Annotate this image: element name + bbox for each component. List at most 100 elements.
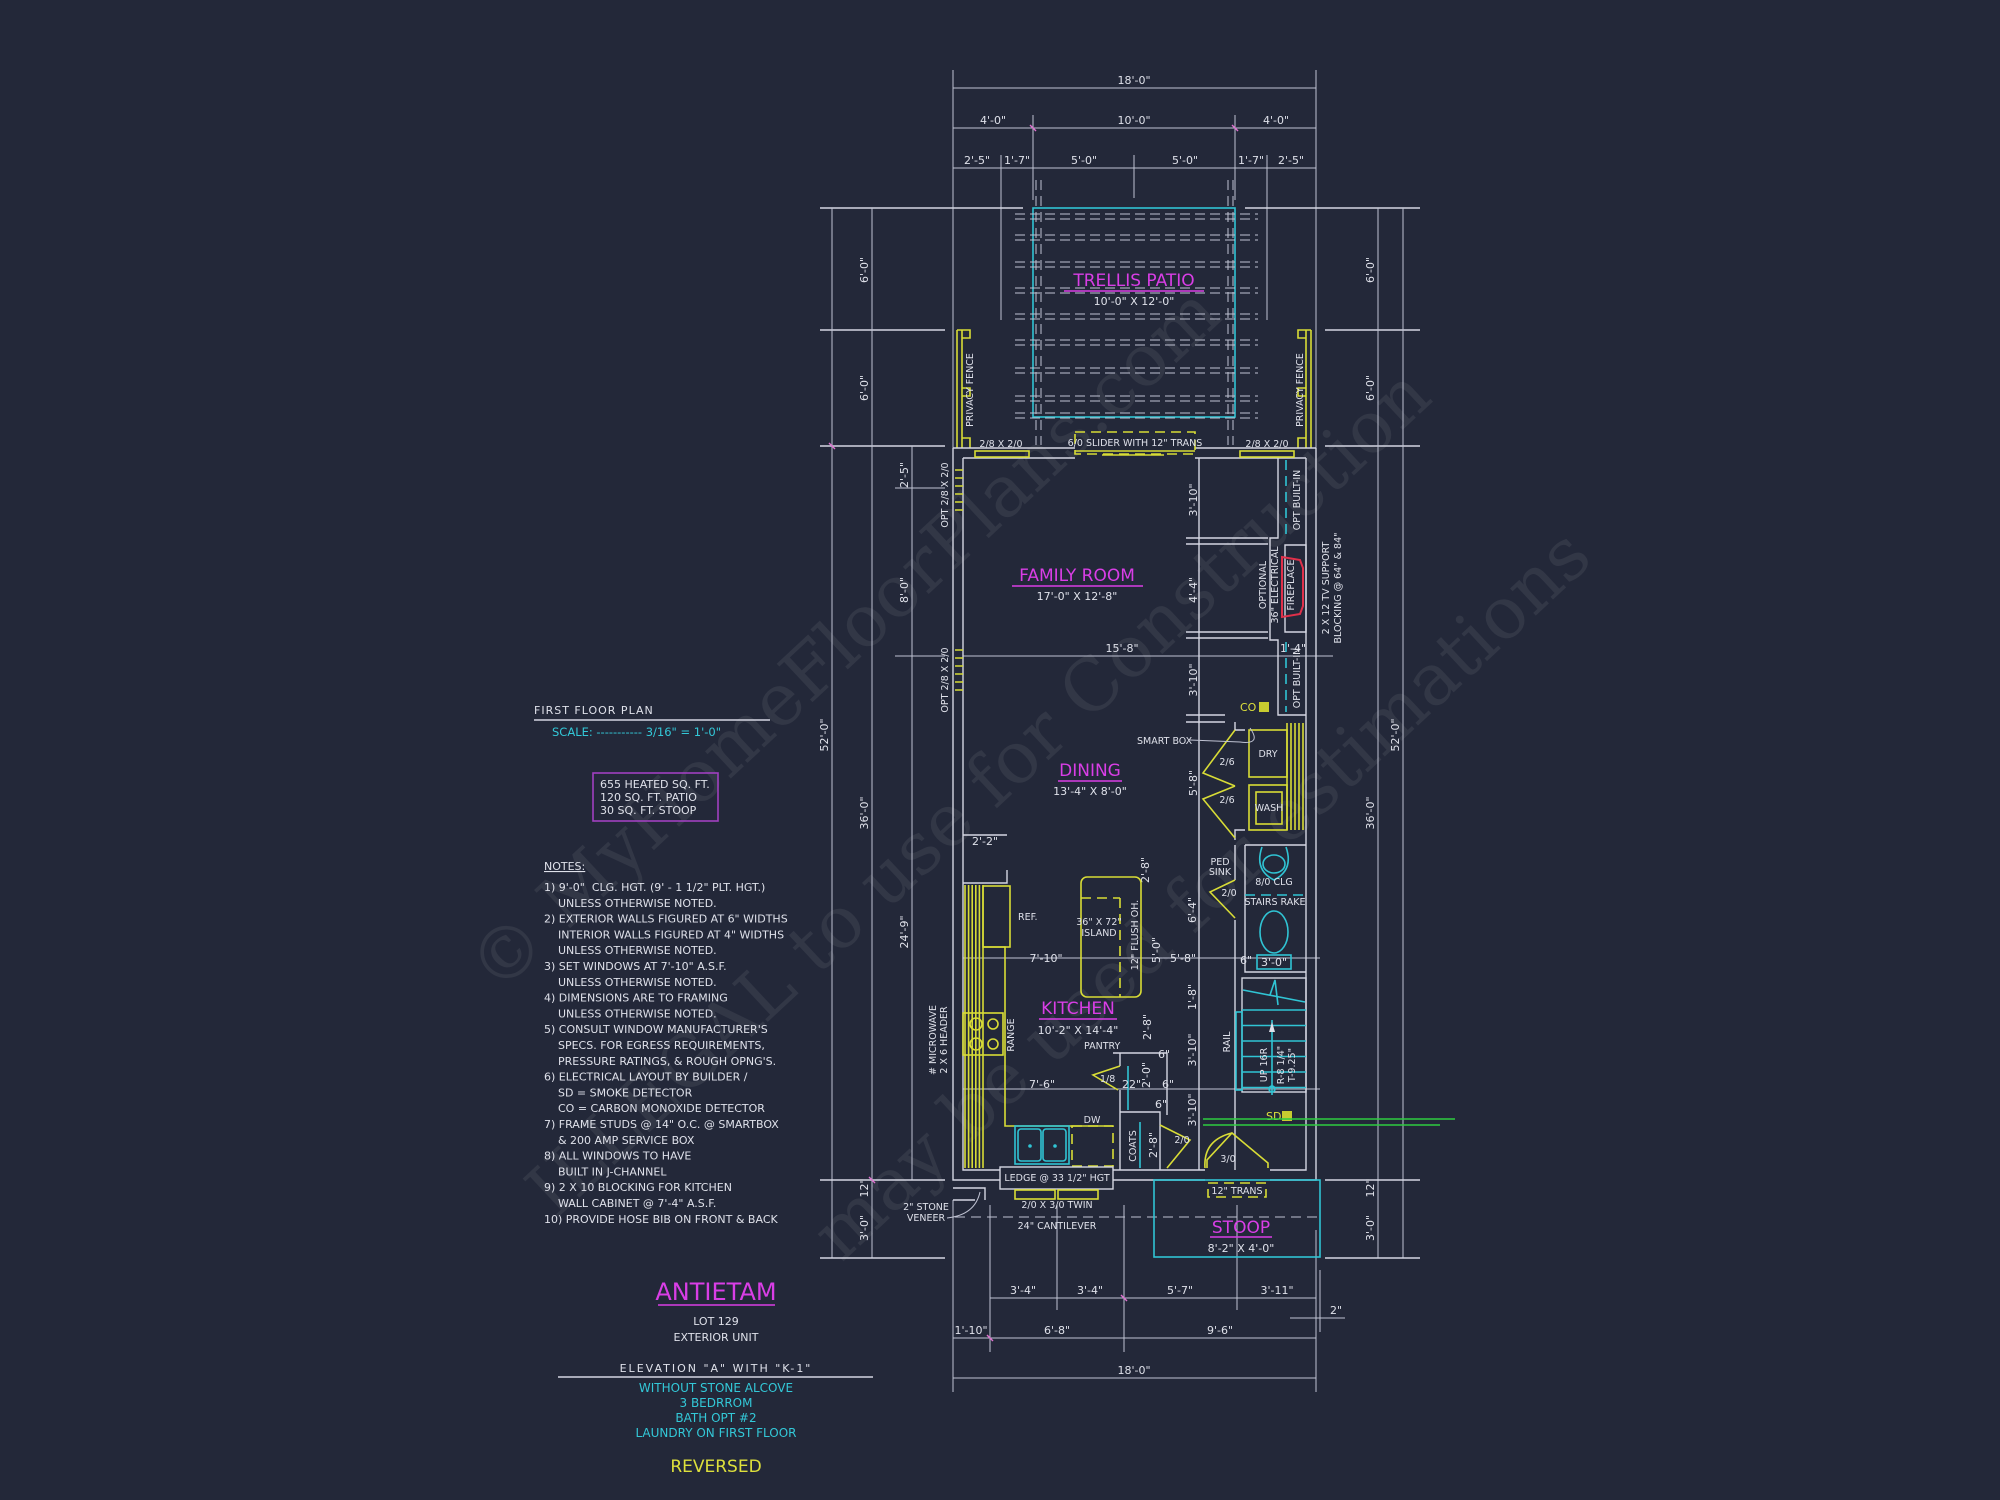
ped-sink-label: PED bbox=[1210, 857, 1229, 868]
ped-sink-label: SINK bbox=[1209, 867, 1232, 878]
dimension-label: 5'-7" bbox=[1167, 1284, 1193, 1297]
fireplace-label: OPTIONAL bbox=[1258, 560, 1269, 609]
opt-window-left-upper bbox=[955, 469, 963, 511]
laundry bbox=[1201, 722, 1304, 840]
dimension-label: 9'-6" bbox=[1207, 1324, 1233, 1337]
family-room-partitions bbox=[1186, 458, 1307, 1170]
dimension-label: 36'-0" bbox=[858, 796, 871, 829]
slider-label: 6/0 SLIDER WITH 12" TRANS bbox=[1068, 438, 1203, 449]
dimension-label: 24'-9" bbox=[898, 915, 911, 948]
rail-label: RAIL bbox=[1222, 1031, 1233, 1053]
dimension-label: 1'-8" bbox=[1186, 984, 1199, 1010]
dimension-label: 2'-5" bbox=[964, 154, 990, 167]
area-line: 655 HEATED SQ. FT. bbox=[600, 778, 710, 791]
note-line: INTERIOR WALLS FIGURED AT 4" WIDTHS bbox=[544, 928, 784, 941]
dimension-label: 3'-10" bbox=[1186, 1033, 1199, 1066]
note-line: 4) DIMENSIONS ARE TO FRAMING bbox=[544, 992, 728, 1005]
privacy-fence-left bbox=[956, 329, 971, 448]
note-line: 2) EXTERIOR WALLS FIGURED AT 6" WIDTHS bbox=[544, 913, 788, 926]
window-rear-right bbox=[1239, 450, 1295, 458]
note-line: 6) ELECTRICAL LAYOUT BY BUILDER / bbox=[544, 1071, 748, 1084]
fireplace-icon bbox=[1281, 555, 1304, 619]
notes-heading: NOTES: bbox=[544, 860, 585, 873]
note-line: SD = SMOKE DETECTOR bbox=[544, 1086, 693, 1099]
option-line: BATH OPT #2 bbox=[675, 1411, 756, 1425]
window-label: 2/8 X 2/0 bbox=[1245, 439, 1288, 450]
dimension-label: 3'-10" bbox=[1186, 1093, 1199, 1126]
microwave-label: 2 X 6 HEADER bbox=[939, 1006, 950, 1074]
option-line: LAUNDRY ON FIRST FLOOR bbox=[635, 1426, 796, 1440]
door-label: 2/0 bbox=[1174, 1135, 1189, 1146]
dimension-label: 22" bbox=[1122, 1078, 1141, 1091]
dimension-label: 6'-8" bbox=[1044, 1324, 1070, 1337]
dimension-label: 6" bbox=[1162, 1078, 1174, 1091]
dimension-label: 6" bbox=[1240, 954, 1252, 967]
plan-title: FIRST FLOOR PLAN bbox=[534, 704, 654, 717]
dryer-label: DRY bbox=[1258, 749, 1277, 760]
dimension-label: 6" bbox=[1155, 1098, 1167, 1111]
note-line: UNLESS OTHERWISE NOTED. bbox=[544, 897, 717, 910]
dimension-label: 1'-7" bbox=[1238, 154, 1264, 167]
slider-door bbox=[1074, 431, 1196, 456]
dimension-label: 8'-0" bbox=[898, 577, 911, 603]
dimension-label: 2'-0" bbox=[1140, 1062, 1153, 1088]
dimension-label: 2'-8" bbox=[1139, 857, 1152, 883]
plan-title-block: FIRST FLOOR PLAN SCALE: ----------- 3/16… bbox=[534, 704, 788, 1226]
tv-support-label: 2 X 12 TV SUPPORT bbox=[1321, 541, 1332, 634]
dimension-label: 3'-10" bbox=[1187, 663, 1200, 696]
range-label: RANGE bbox=[1006, 1018, 1017, 1051]
note-line: UNLESS OTHERWISE NOTED. bbox=[544, 1007, 717, 1020]
option-line: 3 BEDRROM bbox=[680, 1396, 753, 1410]
dimension-label: 3'-0" bbox=[1261, 956, 1287, 969]
room-size-family-room: 17'-0" X 12'-8" bbox=[1037, 590, 1118, 603]
note-line: BUILT IN J-CHANNEL bbox=[544, 1165, 667, 1178]
stone-veneer-label: VENEER bbox=[907, 1213, 946, 1224]
dimension-label: 4'-0" bbox=[980, 114, 1006, 127]
opt-window-left-lower bbox=[955, 649, 963, 691]
door-label: 2/6 bbox=[1219, 757, 1234, 768]
fireplace-label: FIREPLACE bbox=[1286, 559, 1297, 610]
note-line: & 200 AMP SERVICE BOX bbox=[544, 1134, 695, 1147]
stairs bbox=[1235, 977, 1307, 1095]
note-line: 1) 9'-0" CLG. HGT. (9' - 1 1/2" PLT. HGT… bbox=[544, 881, 765, 894]
door-label: 1/8 bbox=[1100, 1074, 1115, 1085]
transom-label: 12" TRANS bbox=[1211, 1186, 1262, 1197]
area-line: 30 SQ. FT. STOOP bbox=[600, 804, 697, 817]
island-label: ISLAND bbox=[1081, 928, 1116, 939]
opt-built-in-label: OPT BUILT-IN bbox=[1292, 648, 1303, 709]
door-label: 2/0 bbox=[1221, 888, 1236, 899]
dimension-label: 5'-0" bbox=[1071, 154, 1097, 167]
dimension-label: 3'-10" bbox=[1187, 483, 1200, 516]
co-detector-icon bbox=[1259, 702, 1269, 712]
dimension-label: 2'-8" bbox=[1141, 1014, 1154, 1040]
privacy-fence-right bbox=[1297, 329, 1312, 448]
dimension-label: 5'-0" bbox=[1172, 154, 1198, 167]
dimension-label: 5'-0" bbox=[1150, 937, 1163, 963]
stoop-outline bbox=[1153, 1179, 1321, 1258]
dimension-labels: 18'-0" 4'-0" 10'-0" 4'-0" 2'-5" 1'-7" 5'… bbox=[818, 74, 1402, 1377]
smart-box-leader bbox=[1189, 727, 1255, 743]
plan-scale: SCALE: ----------- 3/16" = 1'-0" bbox=[552, 725, 721, 739]
dimension-label: 18'-0" bbox=[1117, 74, 1150, 87]
dimension-label: 6'-0" bbox=[858, 375, 871, 401]
window-rear-left bbox=[974, 450, 1030, 458]
dimension-label: 3'-0" bbox=[1364, 1215, 1377, 1241]
room-name-trellis-patio: TRELLIS PATIO bbox=[1072, 271, 1194, 291]
dimension-label: 3'-11" bbox=[1260, 1284, 1293, 1297]
pantry-label: PANTRY bbox=[1084, 1041, 1121, 1052]
note-line: 10) PROVIDE HOSE BIB ON FRONT & BACK bbox=[544, 1213, 778, 1226]
ceiling-label: 8/0 CLG bbox=[1255, 877, 1293, 888]
dimension-label: 6'-4" bbox=[1186, 897, 1199, 923]
front-door-label: 3/0 bbox=[1220, 1154, 1235, 1165]
trellis-beams bbox=[1015, 213, 1258, 419]
co-detector-label: CO bbox=[1240, 701, 1257, 714]
trellis-patio bbox=[1015, 180, 1258, 445]
note-line: WALL CABINET @ 7'-4" A.S.F. bbox=[544, 1197, 716, 1210]
ledge-label: LEDGE @ 33 1/2" HGT bbox=[1004, 1173, 1109, 1184]
kitchen-fixtures bbox=[946, 834, 1317, 1219]
opt-built-in-label: OPT BUILT-IN bbox=[1292, 470, 1303, 531]
powder-bath bbox=[1208, 844, 1306, 1170]
window-label: 2/8 X 2/0 bbox=[979, 439, 1022, 450]
note-line: 5) CONSULT WINDOW MANUFACTURER'S bbox=[544, 1023, 768, 1036]
